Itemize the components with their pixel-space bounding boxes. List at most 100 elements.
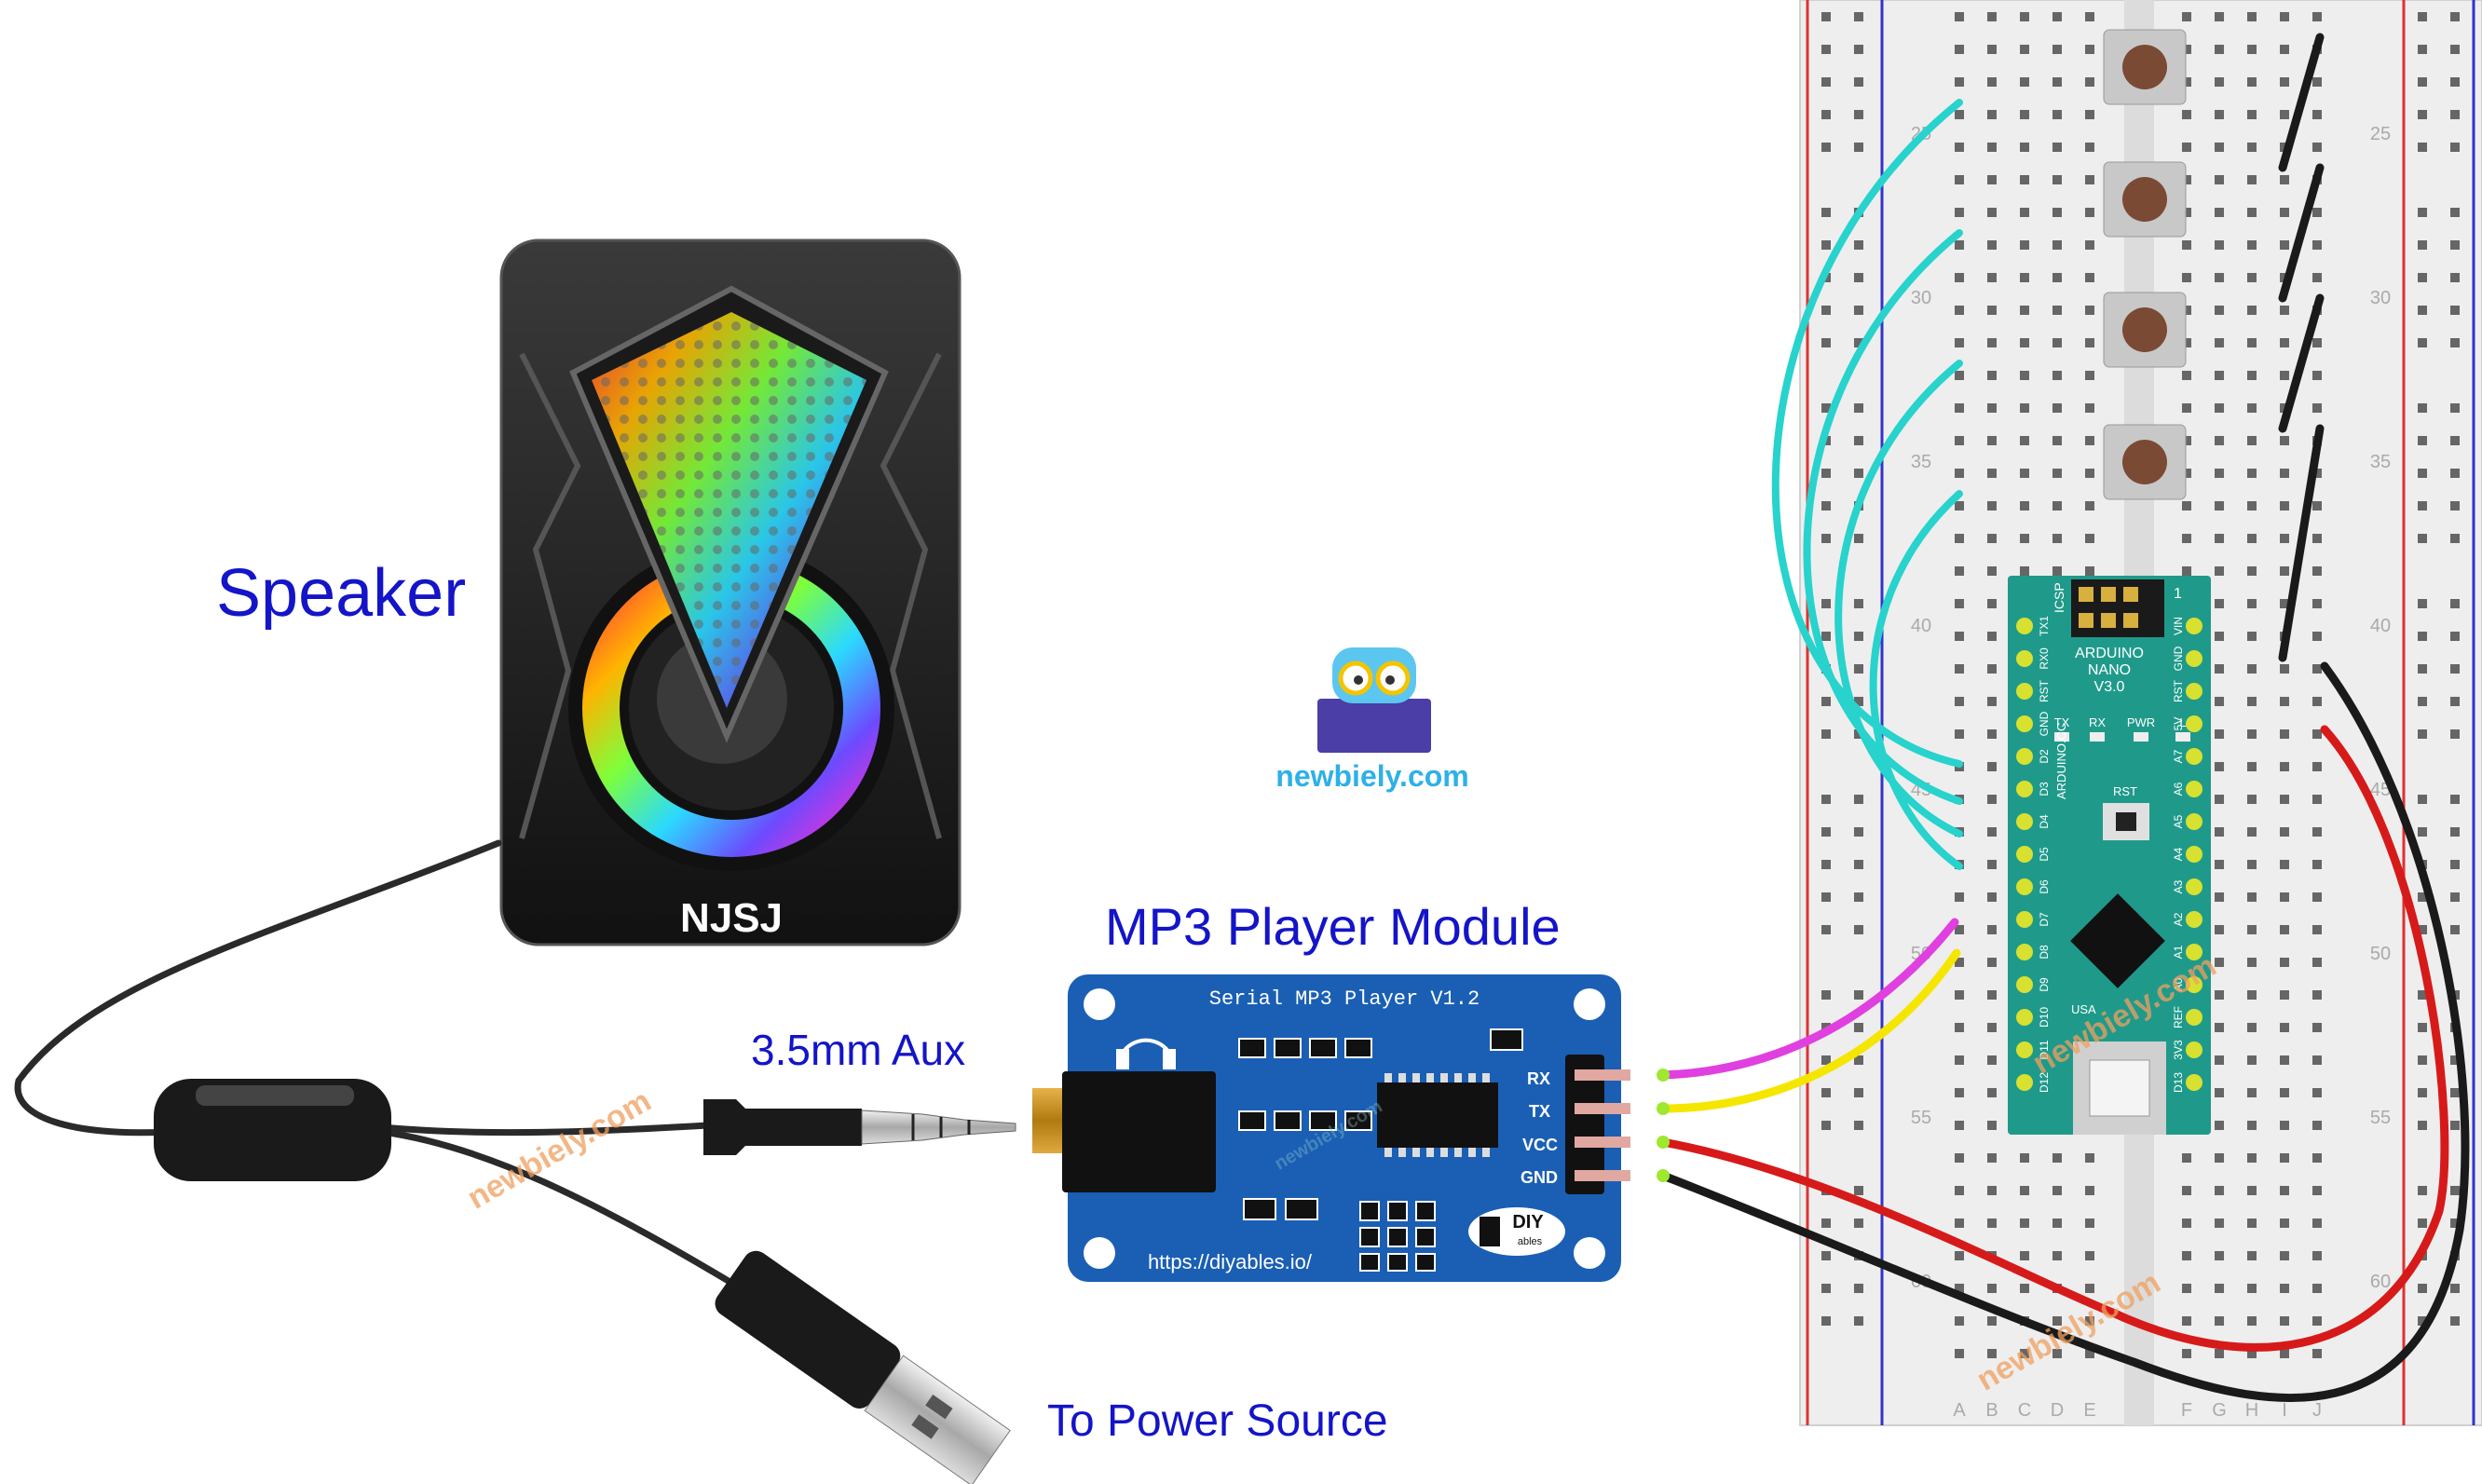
breadboard-hole [2182,566,2191,576]
breadboard-hole [2418,1088,2427,1097]
chip-leg [1426,1148,1434,1157]
breadboard-hole [2280,860,2289,869]
breadboard-hole [2280,1349,2289,1358]
breadboard-hole [2215,1088,2224,1097]
svg-text:TX: TX [2054,715,2070,729]
arduino-site: ARDUINO.CC [2054,723,2068,799]
breadboard-hole [1821,925,1831,934]
breadboard-hole [2418,1316,2427,1326]
column-letter: H [2245,1400,2258,1421]
breadboard-hole [2312,892,2322,902]
breadboard-hole [2312,143,2322,152]
breadboard-hole [1987,958,1997,967]
chip-leg [1454,1148,1462,1157]
wire-vcc-red [1658,725,2449,1352]
breadboard-hole [2247,697,2257,706]
breadboard-hole [1854,436,1863,445]
push-button-4 [2103,424,2187,500]
breadboard-hole [1987,1186,1997,1195]
breadboard-hole [1955,1055,1964,1065]
breadboard-hole [2450,208,2460,217]
breadboard-hole [2247,306,2257,315]
breadboard-hole [2247,1023,2257,1032]
breadboard-hole [2020,338,2029,347]
breadboard-hole [2182,208,2191,217]
chip-leg [1440,1073,1448,1082]
breadboard-hole [2247,45,2257,54]
mcu-chip [2070,893,2165,988]
breadboard-hole [2052,501,2062,511]
breadboard-hole [2418,501,2427,511]
mp3-wires [1657,661,2470,1403]
status-leds: TX RX PWR L [2054,715,2190,742]
breadboard-hole [2215,599,2224,608]
board-url: https://diyables.io/ [1148,1250,1313,1273]
breadboard-hole [2280,501,2289,511]
nano-pin-label: D5 [2038,847,2051,862]
breadboard-hole [2215,1121,2224,1130]
nano-pin [2016,618,2033,634]
row-number: 40 [1911,616,1931,636]
breadboard-hole [1821,1055,1831,1065]
breadboard-hole [2312,501,2322,511]
breadboard-hole [2215,240,2224,250]
wire-rx-magenta [1658,918,1959,1080]
breadboard-hole [1987,990,1997,1000]
breadboard-hole [2450,273,2460,282]
breadboard-hole [2247,599,2257,608]
nano-pin [2186,683,2202,700]
column-letter: I [2282,1400,2287,1421]
breadboard-hole [2052,1186,2062,1195]
breadboard-hole [2450,501,2460,511]
breadboard-hole [2450,12,2460,21]
breadboard-hole [2020,1284,2029,1293]
nano-pin [2186,976,2202,993]
breadboard-hole [2280,1023,2289,1032]
breadboard-hole [2215,1316,2224,1326]
nano-pin [2186,715,2202,732]
breadboard-hole [2052,240,2062,250]
breadboard-hole [2052,306,2062,315]
nano-pin-label: TX1 [2038,616,2051,636]
breadboard-hole [1854,143,1863,152]
breadboard-hole [2052,45,2062,54]
breadboard-hole [2280,175,2289,184]
nano-pin [2016,1009,2033,1026]
chip-leg [1468,1148,1476,1157]
breadboard-hole [1955,77,1964,87]
breadboard-hole [2020,566,2029,576]
breadboard-hole [1854,925,1863,934]
breadboard-hole [2052,175,2062,184]
nano-pin-label: GND [2038,711,2051,736]
breadboard-hole [2247,1316,2257,1326]
breadboard-hole [1987,1284,1997,1293]
breadboard-hole [2020,45,2029,54]
breadboard-hole [2085,12,2094,21]
breadboard-hole [2312,925,2322,934]
nano-pin [2016,748,2033,765]
breadboard-hole [1955,1023,1964,1032]
breadboard-hole [1821,1219,1831,1228]
nano-name-1: ARDUINO [2075,646,2144,661]
breadboard-hole [2020,240,2029,250]
breadboard-hole [2450,469,2460,478]
breadboard-hole [2312,762,2322,771]
svg-text:PWR: PWR [2127,715,2155,729]
breadboard-hole [1987,762,1997,771]
mp3-module-label: MP3 Player Module [1105,897,1561,956]
breadboard-hole [2312,1121,2322,1130]
aux-label: 3.5mm Aux [751,1026,966,1074]
breadboard-hole [2450,338,2460,347]
chip-leg [1482,1148,1490,1157]
breadboard-hole [2020,469,2029,478]
breadboard-hole [2085,1186,2094,1195]
breadboard-hole [1955,599,1964,608]
breadboard-hole [2247,632,2257,641]
breadboard-hole [2020,175,2029,184]
breadboard-hole [2312,77,2322,87]
nano-pin-label: D13 [2172,1072,2185,1093]
breadboard-hole [2418,925,2427,934]
button-signal-wires [1771,99,1963,870]
